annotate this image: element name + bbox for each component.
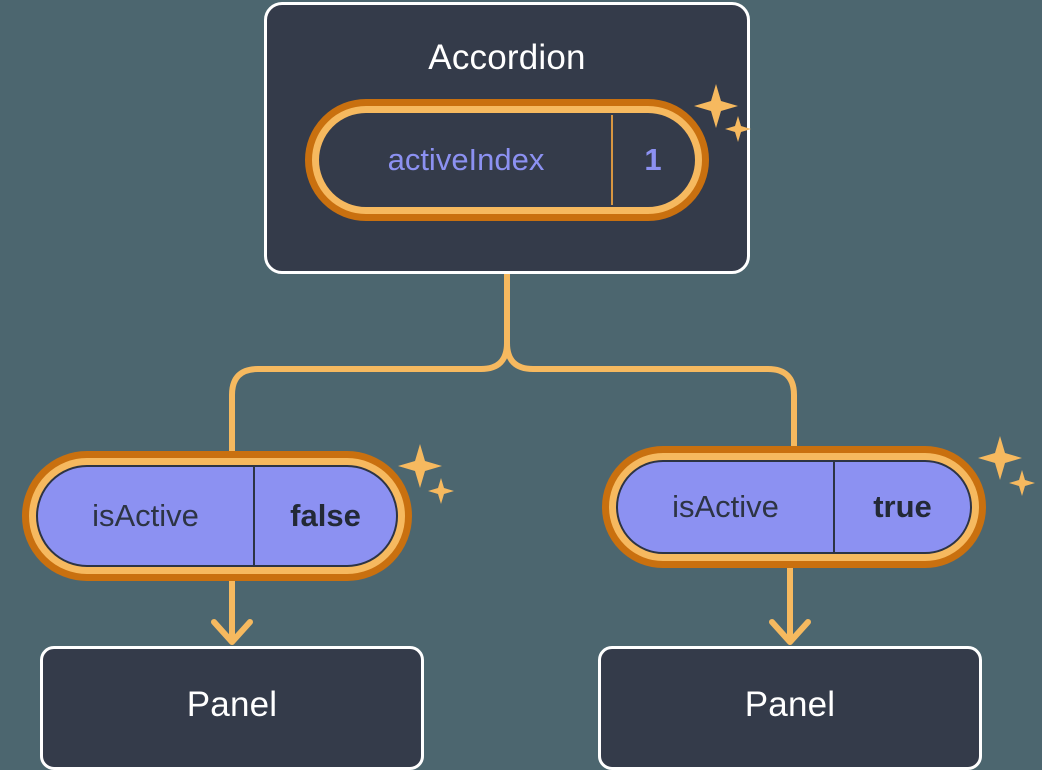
panel-component-box-right[interactable]: Panel [598, 646, 982, 770]
prop-pill-active-index[interactable]: activeIndex 1 [305, 99, 709, 221]
prop-pill-is-active-right[interactable]: isActive true [602, 446, 986, 568]
panel-title-right: Panel [744, 685, 836, 724]
prop-pill-is-active-left[interactable]: isActive false [22, 451, 412, 581]
sparkle-group-right [978, 432, 1042, 509]
prop-value-is-active-left: false [253, 467, 396, 565]
sparkle-icon [398, 444, 442, 488]
prop-key-is-active-left: isActive [92, 498, 199, 533]
connector-branch-right [504, 340, 797, 453]
sparkle-icon [978, 436, 1022, 480]
prop-pill-inner: isActive false [36, 465, 398, 567]
prop-pill-inner: activeIndex 1 [319, 113, 695, 207]
accordion-title: Accordion [428, 38, 586, 77]
connector-branch-left [229, 340, 510, 458]
arrow-down-icon-left [211, 619, 253, 645]
sparkle-icon [428, 478, 454, 504]
prop-value-active-index: 1 [611, 115, 693, 205]
prop-key-is-active-right: isActive [672, 489, 779, 524]
prop-key-active-index: activeIndex [387, 142, 545, 177]
arrow-down-icon-right [769, 619, 811, 645]
prop-value-is-active-right: true [833, 462, 970, 552]
prop-pill-inner: isActive true [616, 460, 972, 554]
panel-title-left: Panel [186, 685, 278, 724]
sparkle-icon [1009, 470, 1035, 496]
panel-component-box-left[interactable]: Panel [40, 646, 424, 770]
